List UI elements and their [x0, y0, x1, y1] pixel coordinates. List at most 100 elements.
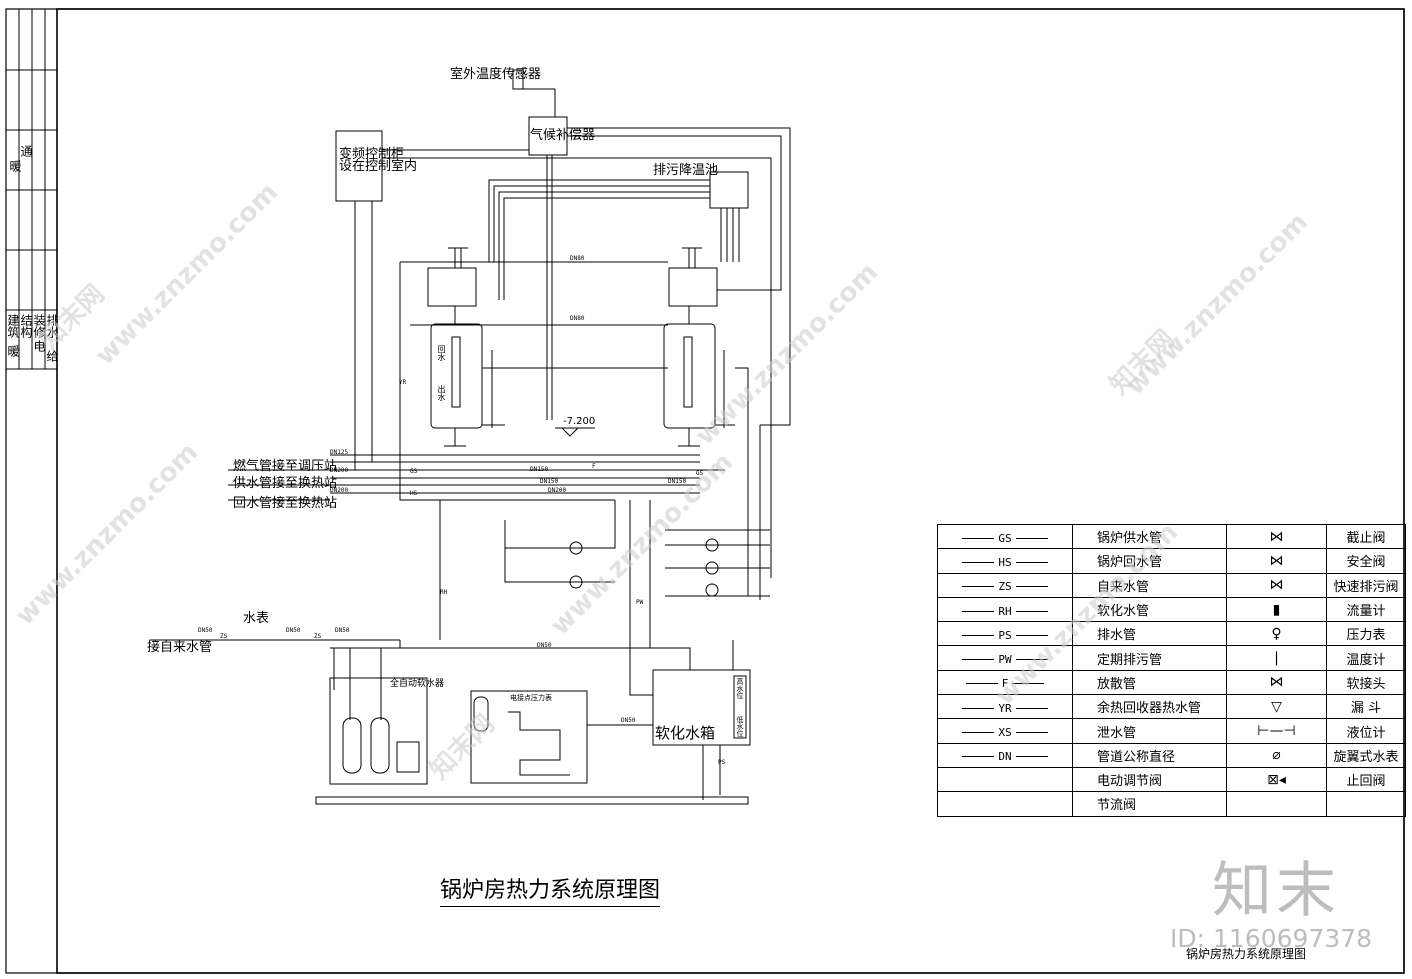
legend-line-name-cell: 电动调节阀 [1072, 766, 1227, 793]
legend-line-code: PS [962, 629, 1047, 642]
legend-line-code-cell: HS [937, 548, 1073, 574]
legend-line-name-cell: 定期排污管 [1072, 645, 1227, 671]
legend-line-code-cell: PW [937, 645, 1073, 671]
legend-symbol-cell: ⊢—⊣ [1226, 718, 1327, 744]
water-meter-label: 水表 [243, 611, 270, 626]
strip-entry: 装修 [32, 314, 46, 338]
legend-line-name: 泄水管 [1097, 725, 1137, 741]
pipe-tag: YR [399, 379, 407, 386]
legend-line-name: 定期排污管 [1097, 652, 1163, 668]
boiler-1 [430, 323, 483, 429]
pipe-tag: DN80 [570, 315, 585, 322]
pipe-tag: F [592, 463, 596, 470]
strip-entry: 通 [19, 145, 33, 157]
legend-line-code-cell: DN [937, 742, 1073, 768]
softener-box [329, 677, 428, 785]
legend-symbol-name-cell: 安全阀 [1326, 548, 1406, 574]
pipe-tag: ZS [220, 633, 228, 640]
strip-entry: 电 [32, 340, 46, 352]
legend-row: XS 泄水管 ⊢—⊣液位计 [937, 718, 1406, 744]
pipe-tag: PW [636, 599, 644, 606]
supply-pipe-label: 供水管接至换热站 [233, 476, 338, 491]
level-gauge-top: 高水位 [736, 678, 744, 699]
pipe-tag: DN125 [330, 449, 349, 456]
legend-line-code: ZS [962, 580, 1047, 593]
legend-symbol-cell: ▽ [1226, 694, 1327, 720]
legend-line-name: 放散管 [1097, 676, 1137, 692]
legend-line-name-cell: 节流阀 [1072, 791, 1227, 817]
legend-line-code: RH [962, 605, 1047, 618]
legend-symbol: ⋈ [1269, 674, 1284, 691]
legend-line-code: PW [962, 653, 1047, 666]
legend-row: DN 管道公称直径 ⌀ 旋翼式水表 [937, 742, 1406, 768]
legend-symbol: ⊠◂ [1267, 771, 1286, 788]
legend-symbol-name-cell: 液位计 [1326, 718, 1406, 744]
legend-line-code-cell [937, 791, 1073, 817]
legend-symbol: ⋈ [1269, 552, 1284, 569]
legend-line-code-cell [937, 766, 1073, 793]
climate-compensator-label: 气候补偿器 [530, 128, 596, 143]
legend-symbol-name-cell: 止回阀 [1326, 766, 1406, 793]
pipe-tag: DN200 [330, 487, 349, 494]
legend-symbol-name: 流量计 [1346, 604, 1386, 620]
pipe-tag: DN150 [668, 478, 687, 485]
legend-symbol-cell [1226, 791, 1327, 817]
legend-line-code-cell: ZS [937, 572, 1073, 598]
pipe-tag: DN50 [198, 627, 213, 634]
pipe-tag: ZS [314, 633, 322, 640]
legend-symbol: ❘ [1270, 650, 1283, 667]
legend-symbol-name: 旋翼式水表 [1333, 749, 1399, 765]
boiler-label: 出水 [437, 385, 446, 401]
legend-line-code: DN [962, 750, 1047, 763]
legend-line-code: F [966, 677, 1045, 690]
legend-symbol-name-cell: 漏 斗 [1326, 694, 1406, 720]
legend-line-name: 电动调节阀 [1097, 774, 1163, 790]
heat-recovery-2 [668, 267, 718, 307]
legend-symbol-cell: ❘ [1226, 645, 1327, 671]
strip-entry: 结构 [19, 314, 33, 338]
outdoor-sensor-label: 室外温度传感器 [450, 67, 542, 82]
legend-line-name: 排水管 [1097, 628, 1137, 644]
pipe-tag: DN200 [330, 467, 349, 474]
bottom-title: 锅炉房热力系统原理图 [1186, 947, 1307, 961]
pipe-tag: DN50 [286, 627, 301, 634]
base-plinth [315, 796, 749, 805]
legend-line-name: 软化水管 [1097, 604, 1150, 620]
softener-label: 全自动软水器 [390, 679, 445, 689]
pressure-device-box [470, 690, 588, 784]
legend-line-name: 管道公称直径 [1097, 749, 1176, 765]
blowdown-pit-label: 排污降温池 [653, 163, 719, 178]
legend-symbol-name: 软接头 [1346, 676, 1386, 692]
return-pipe-label: 回水管接至换热站 [233, 496, 338, 511]
legend-symbol-name-cell: 流量计 [1326, 596, 1406, 623]
pipe-tag: RH [440, 589, 448, 596]
strip-entry: 给 [45, 350, 59, 362]
legend-symbol-cell: ♀ [1226, 621, 1327, 647]
legend-symbol-cell: ⊠◂ [1226, 766, 1327, 793]
legend-symbol: ⌀ [1272, 747, 1281, 764]
vfd-cabinet-location: 设在控制室内 [339, 159, 418, 174]
legend-symbol-cell: ▮ [1226, 596, 1327, 623]
legend-symbol: ▽ [1271, 698, 1282, 715]
legend-line-code-cell: RH [937, 596, 1073, 623]
vfd-cabinet-box [335, 130, 383, 202]
pipe-tag: DN50 [621, 717, 636, 724]
pipe-tag: PS [718, 759, 726, 766]
diagram-title: 锅炉房热力系统原理图 [440, 872, 661, 907]
pressure-device-label: 电接点压力表 [510, 694, 552, 702]
pipe-tag: DN150 [530, 466, 549, 473]
legend-line-code: XS [962, 726, 1047, 739]
legend-line-name-cell: 泄水管 [1072, 718, 1227, 744]
legend-line-code-cell: PS [937, 621, 1073, 647]
legend-line-name-cell: 放散管 [1072, 669, 1227, 696]
legend-symbol-name: 安全阀 [1346, 555, 1386, 571]
legend-symbol-name-cell [1326, 791, 1406, 817]
legend-line-name: 节流阀 [1097, 798, 1137, 814]
strip-entry: 建筑 [6, 314, 20, 338]
